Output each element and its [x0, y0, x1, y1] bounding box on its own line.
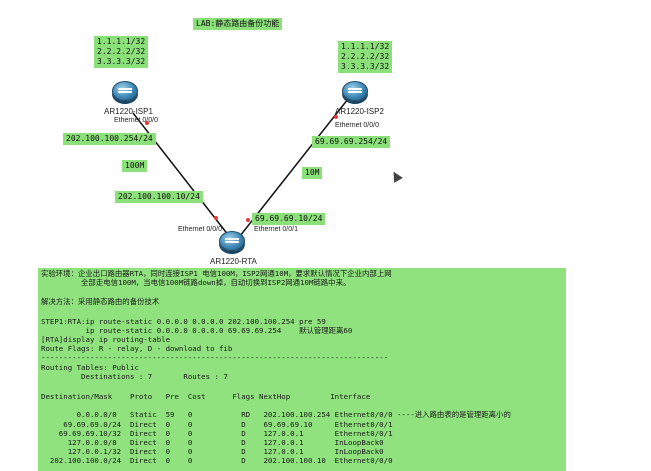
isp2-loopbacks: 1.1.1.1/32 2.2.2.2/32 3.3.3.3/32 — [338, 41, 393, 73]
rta-ip-left: 202.100.100.10/24 — [115, 191, 203, 203]
console-line: ----------------------------------------… — [41, 353, 389, 362]
isp2-router-icon[interactable] — [342, 81, 368, 101]
console-line: Destinations : 7 Routes : 7 — [41, 372, 228, 381]
rta-ip-right: 69.69.69.10/24 — [252, 213, 326, 225]
isp2-link-ip: 69.69.69.254/24 — [312, 136, 391, 148]
console-line: [RTA]display ip routing-table — [41, 335, 171, 344]
lab-notes-console: 实验环境：企业出口路由器RTA，同时连接ISP1 电信100M，ISP2网通10… — [38, 268, 566, 471]
console-line: 127.0.0.1/32 Direct 0 0 D 127.0.0.1 InLo… — [41, 447, 384, 456]
console-line: ip route-static 0.0.0.0 0.0.0.0 69.69.69… — [41, 326, 353, 335]
rta-name: AR1220-RTA — [210, 257, 257, 266]
console-line: 69.69.69.0/24 Direct 0 0 D 69.69.69.10 E… — [41, 420, 393, 429]
console-line: 解决方法：采用静态路由的备份技术 — [41, 297, 160, 306]
console-line: 127.0.0.0/8 Direct 0 0 D 127.0.0.1 InLoo… — [41, 438, 384, 447]
isp2-name: AR1220-ISP2 — [335, 107, 384, 116]
console-line: Routing Tables: Public — [41, 363, 139, 372]
isp2-port-dot — [334, 115, 338, 119]
rta-left-port-dot — [214, 216, 218, 220]
isp2-port-label: Ethernet 0/0/0 — [335, 122, 379, 129]
isp1-name: AR1220-ISP1 — [104, 107, 153, 116]
isp2-bandwidth: 10M — [302, 167, 323, 179]
rta-port-left-label: Ethernet 0/0/0 — [178, 226, 222, 233]
rta-right-port-dot — [246, 218, 250, 222]
console-line: 实验环境：企业出口路由器RTA，同时连接ISP1 电信100M，ISP2网通10… — [41, 269, 392, 278]
isp1-link-ip: 202.100.100.254/24 — [63, 133, 156, 145]
isp1-loopbacks: 1.1.1.1/32 2.2.2.2/32 3.3.3.3/32 — [94, 36, 149, 68]
isp1-port-label: Ethernet 0/0/0 — [114, 117, 158, 124]
console-line: STEP1:RTA:ip route-static 0.0.0.0 0.0.0.… — [41, 317, 326, 326]
console-line: Destination/Mask Proto Pre Cost Flags Ne… — [41, 392, 371, 401]
console-line: 0.0.0.0/0 Static 59 0 RD 202.100.100.254… — [41, 410, 511, 419]
console-line: 202.100.100.0/24 Direct 0 0 D 202.100.10… — [41, 456, 393, 465]
console-line: 全部走电信100M，当电信100M链路down掉，自动切换到ISP2网通10M链… — [41, 278, 351, 287]
rta-router-icon[interactable] — [219, 231, 245, 251]
console-line: Route Flags: R - relay, D - download to … — [41, 344, 233, 353]
isp1-port-dot — [145, 121, 149, 125]
isp1-router-icon[interactable] — [112, 81, 138, 101]
rta-port-right-label: Ethernet 0/0/1 — [254, 226, 298, 233]
lab-title: LAB:静态路由备份功能 — [193, 18, 283, 30]
isp1-bandwidth: 100M — [122, 160, 148, 172]
console-line: 69.69.69.10/32 Direct 0 0 D 127.0.0.1 Et… — [41, 429, 393, 438]
